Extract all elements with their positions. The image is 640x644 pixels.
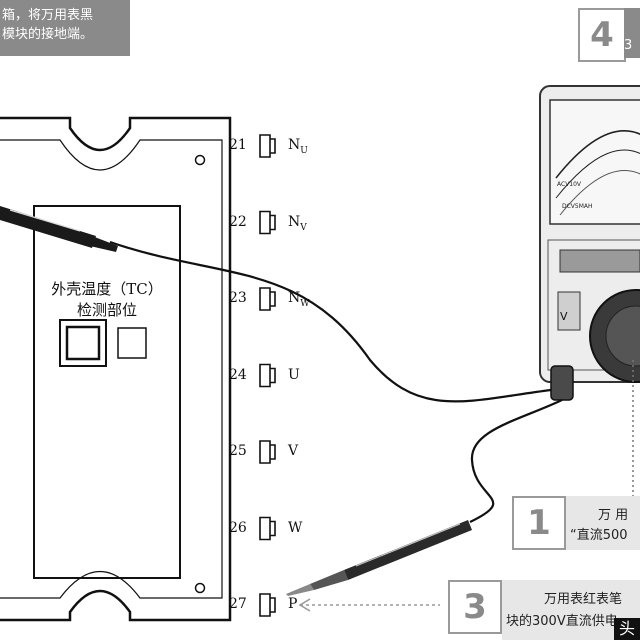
watermark-logo: 头	[614, 618, 640, 640]
step-4-text-box: 3	[624, 8, 640, 58]
pin-number: 21	[229, 137, 247, 153]
module-outline	[0, 116, 232, 622]
module-die-area	[33, 205, 181, 579]
tc-sensor-inner	[65, 325, 101, 361]
meter-scale-label-2: DCV5MAH	[562, 203, 593, 210]
pin-tab	[259, 363, 276, 388]
pin-name: NW	[288, 290, 310, 309]
black-test-lead	[109, 240, 552, 403]
callout-step-2: 箱，将万用表黑 模块的接地端。	[0, 0, 130, 56]
step-3-text-box: 万用表红表笔 块的300V直流供电	[502, 580, 640, 640]
red-test-lead	[469, 399, 563, 523]
pin-name-subscript: W	[300, 298, 310, 309]
pin-name-main: N	[288, 137, 301, 153]
step-3-text-line2: 块的300V直流供电	[506, 614, 618, 629]
pin-name-main: W	[288, 519, 303, 536]
meter-v-mark: V	[560, 310, 568, 323]
meter-range-dial-inner	[605, 305, 640, 367]
step-4-text: 3	[624, 38, 633, 53]
tc-pad	[117, 327, 147, 359]
pin-name-main: U	[288, 366, 300, 383]
pin-tab	[259, 134, 276, 158]
pin-tab	[259, 287, 276, 311]
pin-tab	[259, 593, 276, 617]
meter-probe-socket	[550, 365, 574, 401]
pin-tabs	[259, 134, 276, 617]
step-3-badge: 3	[448, 580, 502, 634]
pin-name: W	[288, 520, 302, 536]
step-1-text-box: 万 用 “直流500	[566, 496, 640, 550]
step-1-text-line2: “直流500	[570, 528, 628, 543]
meter-panel-lower	[547, 239, 640, 371]
pin-name: NU	[288, 137, 308, 156]
meter-window	[549, 99, 640, 225]
pin-name: U	[288, 367, 300, 383]
pin-name-subscript: U	[300, 145, 308, 156]
callout-step-2-line2: 模块的接地端。	[2, 27, 94, 42]
pin-name-main: N	[288, 290, 301, 306]
pin-number: 23	[229, 290, 247, 306]
meter-jack-block	[557, 291, 581, 331]
pin-name-main: V	[288, 443, 299, 459]
tc-label-line2: 检测部位	[76, 301, 137, 319]
pin-name-main: N	[288, 213, 301, 230]
meter-scale-arc-2	[555, 149, 640, 199]
meter-scale-arc-3	[559, 170, 640, 216]
step-4-badge: 4	[578, 8, 626, 62]
pin-tab	[259, 210, 276, 235]
tc-sensor-outer	[59, 319, 107, 367]
step-1-badge: 1	[512, 496, 566, 550]
pin-name: NV	[288, 214, 307, 233]
mount-hole-bottom	[194, 582, 206, 594]
pin-name-main: P	[288, 596, 298, 612]
pin-name: P	[288, 596, 297, 612]
tc-label-line1: 外壳温度（TC）	[51, 280, 163, 298]
pin-tab	[259, 440, 276, 464]
dotted-arrow-head	[298, 598, 311, 612]
pin-number: 25	[229, 443, 247, 459]
pin-number: 24	[229, 366, 247, 383]
step-3-text-line1: 万用表红表笔	[544, 592, 623, 607]
pin-number: 27	[229, 596, 247, 612]
pin-tab	[259, 516, 276, 541]
pin-number: 22	[229, 213, 247, 230]
module-inner-outline	[0, 139, 223, 599]
mount-hole-top	[194, 154, 206, 166]
red-probe	[286, 520, 472, 596]
pin-name: V	[288, 443, 298, 459]
step-1-text-line1: 万 用	[598, 508, 629, 523]
meter-scale-label-1: ACV10V	[557, 181, 582, 188]
black-probe	[0, 206, 118, 252]
meter-scale-arc	[555, 130, 640, 179]
tc-label: 外壳温度（TC） 检测部位	[34, 278, 180, 320]
pin-number: 26	[229, 519, 247, 536]
pin-name-subscript: V	[300, 222, 307, 233]
callout-step-2-line1: 箱，将万用表黑	[2, 8, 94, 23]
meter-mirror-strip	[559, 249, 640, 273]
multimeter: ACV10V DCV5MAH V	[539, 85, 640, 401]
